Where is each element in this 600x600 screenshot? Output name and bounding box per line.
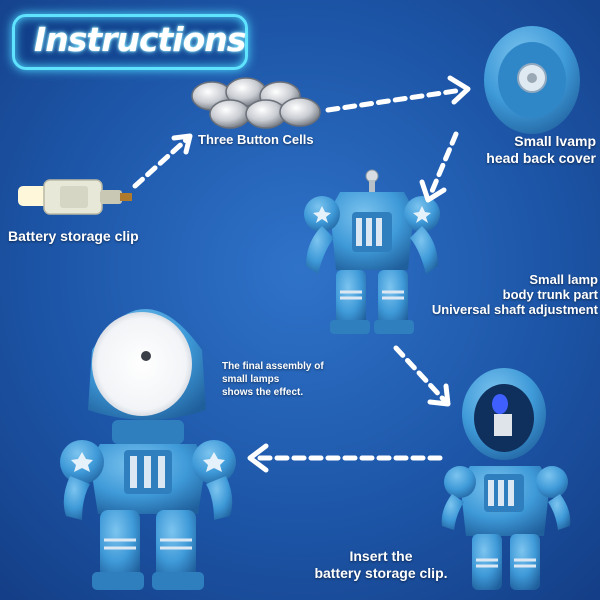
final-lamp-image — [60, 309, 236, 590]
head-cover-label-line2: head back cover — [486, 150, 596, 166]
insert-clip-robot-image — [441, 368, 571, 590]
insert-clip-label: Insert the battery storage clip. — [306, 548, 456, 582]
arrow-cells-to-cover — [325, 87, 465, 113]
body-trunk-label-line1: Small lamp — [529, 272, 598, 287]
insert-clip-label-line1: Insert the — [349, 548, 413, 564]
page-title: Instructions — [34, 20, 246, 59]
robot-body-image — [304, 169, 440, 334]
body-trunk-label: Small lamp body trunk part Universal sha… — [410, 272, 598, 317]
arrow-clip-to-cells — [132, 137, 189, 189]
body-trunk-label-line2: body trunk part — [502, 287, 598, 302]
final-assembly-label-line2: small lamps — [222, 374, 280, 385]
arrow-heads — [171, 75, 471, 473]
head-cover-label: Small lvamp head back cover — [450, 133, 596, 167]
button-cells-label: Three Button Cells — [198, 132, 314, 147]
head-cover-image — [484, 26, 580, 134]
arrow-body-to-insert — [393, 345, 447, 403]
arrow-cover-to-body — [427, 131, 459, 199]
insert-clip-label-line2: battery storage clip. — [314, 565, 448, 581]
final-assembly-label-line1: The final assembly of — [222, 361, 324, 372]
button-cells-image — [191, 77, 321, 129]
flow-arrows — [132, 87, 465, 461]
battery-clip-image — [18, 179, 132, 215]
battery-clip-label: Battery storage clip — [8, 228, 139, 244]
head-cover-label-line1: Small lvamp — [514, 133, 596, 149]
title-badge — [12, 14, 248, 70]
final-assembly-label-line3: shows the effect. — [222, 387, 304, 398]
body-trunk-label-line3: Universal shaft adjustment — [431, 302, 598, 317]
final-assembly-label: The final assembly of small lamps shows … — [222, 360, 324, 399]
